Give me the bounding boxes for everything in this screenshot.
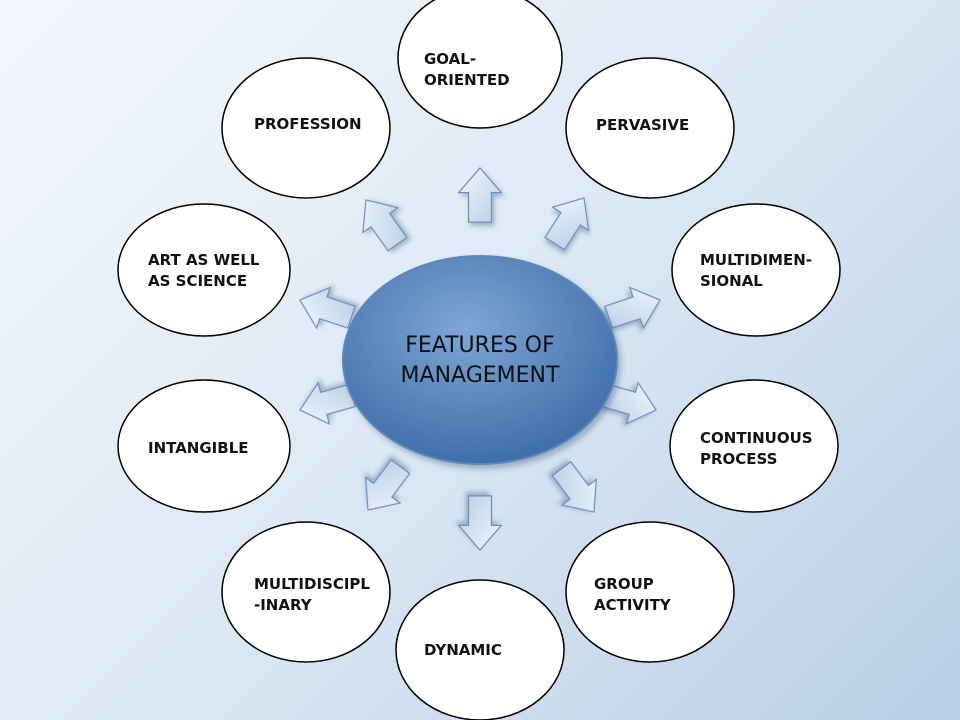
feature-node-dynamic: DYNAMIC <box>395 579 565 720</box>
feature-label-line: ART AS WELL <box>148 251 260 269</box>
feature-ellipse <box>669 379 839 513</box>
feature-label-line: PERVASIVE <box>596 116 689 134</box>
feature-label-line: MULTIDISCIPL <box>254 575 370 593</box>
feature-ellipse <box>395 579 565 720</box>
feature-label-line: ACTIVITY <box>594 596 672 614</box>
arrow-multidisciplinary <box>364 458 411 511</box>
feature-ellipse <box>117 379 291 513</box>
feature-node-goal-oriented: GOAL- ORIENTED <box>397 0 563 129</box>
feature-ellipse <box>221 57 391 199</box>
center-title-line2: MANAGEMENT <box>401 363 560 388</box>
feature-label-line: ORIENTED <box>424 71 510 89</box>
feature-label-line: AS SCIENCE <box>148 272 247 290</box>
arrow-group-activity <box>551 460 598 513</box>
center-ellipse <box>342 255 618 465</box>
feature-label-line: CONTINUOUS <box>700 429 813 447</box>
feature-label-line: MULTIDIMEN- <box>700 251 812 269</box>
feature-node-art-as-well-as-science: ART AS WELL AS SCIENCE <box>117 203 291 337</box>
feature-ellipse <box>565 57 735 199</box>
arrow-profession <box>362 199 408 252</box>
feature-label-line: PROCESS <box>700 450 777 468</box>
arrows-layer <box>299 167 661 551</box>
arrow-goal-oriented <box>457 167 503 223</box>
feature-node-intangible: INTANGIBLE <box>117 379 291 513</box>
feature-ellipse <box>117 203 291 337</box>
arrow-art-as-well-as-science <box>299 286 356 330</box>
center-hub: FEATURES OF MANAGEMENT <box>342 255 618 465</box>
feature-node-pervasive: PERVASIVE <box>565 57 735 199</box>
feature-label-line: GROUP <box>594 575 654 593</box>
feature-node-multidisciplinary: MULTIDISCIPL -INARY <box>221 521 391 663</box>
feature-node-group-activity: GROUP ACTIVITY <box>565 521 735 663</box>
feature-label-line: -INARY <box>254 596 313 614</box>
feature-ellipse <box>221 521 391 663</box>
nodes-layer: GOAL- ORIENTED PERVASIVE MULTIDIMEN- SIONAL C… <box>117 0 841 720</box>
arrow-dynamic <box>457 495 503 551</box>
feature-ellipse <box>565 521 735 663</box>
feature-label-line: GOAL- <box>424 50 476 68</box>
feature-label-line: INTANGIBLE <box>148 439 249 457</box>
feature-label-line: PROFESSION <box>254 115 362 133</box>
arrow-multidimensional <box>604 286 661 330</box>
feature-node-profession: PROFESSION <box>221 57 391 199</box>
feature-ellipse <box>397 0 563 129</box>
arrow-pervasive <box>544 197 590 251</box>
feature-node-multidimensional: MULTIDIMEN- SIONAL <box>671 203 841 337</box>
feature-label-line: SIONAL <box>700 272 763 290</box>
feature-ellipse <box>671 203 841 337</box>
center-title-line1: FEATURES OF <box>405 333 555 358</box>
feature-label-line: DYNAMIC <box>424 641 502 659</box>
feature-node-continuous-process: CONTINUOUS PROCESS <box>669 379 839 513</box>
